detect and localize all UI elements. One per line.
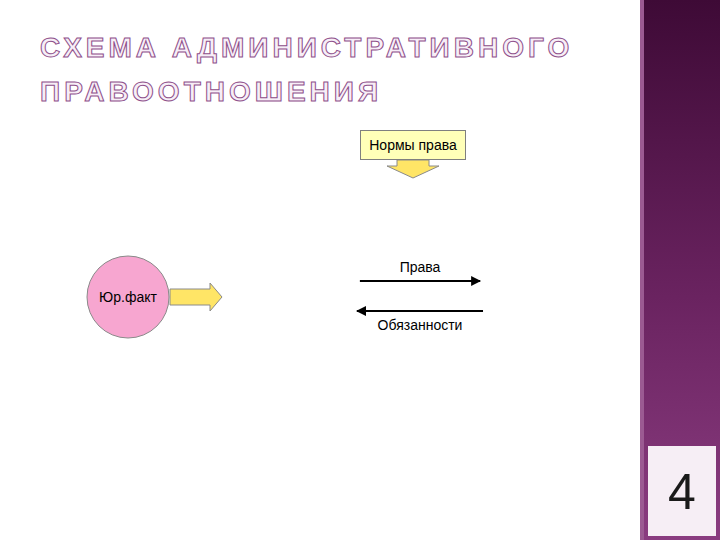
subject-face — [259, 213, 359, 359]
relation-arrow — [360, 280, 480, 282]
relation-arrow — [357, 310, 483, 312]
face-eye — [289, 261, 298, 275]
face-drawing — [481, 213, 581, 359]
face-shape — [259, 213, 359, 359]
face-smile — [503, 321, 559, 325]
slide-title: СХЕМА АДМИНИСТРАТИВНОГО ПРАВООТНОШЕНИЯ — [40, 26, 638, 114]
edge-label: Права — [400, 259, 441, 275]
block-arrow — [170, 283, 222, 311]
node-text: Нормы права — [369, 137, 456, 153]
page-number: 4 — [650, 452, 714, 532]
face-shape — [481, 213, 581, 359]
band-edge — [640, 0, 644, 540]
relation-frame — [222, 178, 633, 424]
block-arrow — [387, 160, 439, 178]
fact-circle: Юр.факт — [86, 255, 170, 339]
circle-shape — [87, 256, 169, 338]
face-eye — [511, 261, 520, 275]
node-text: Юр.факт — [99, 289, 157, 305]
norms-box: Нормы права — [360, 130, 466, 160]
face-drawing — [259, 213, 359, 359]
page-number-panel — [648, 446, 716, 536]
side-band — [640, 0, 720, 540]
face-eye — [322, 261, 331, 275]
edge-label: Обязанности — [378, 317, 463, 333]
face-smile — [281, 321, 337, 325]
subject-face — [481, 213, 581, 359]
face-eye — [544, 261, 553, 275]
